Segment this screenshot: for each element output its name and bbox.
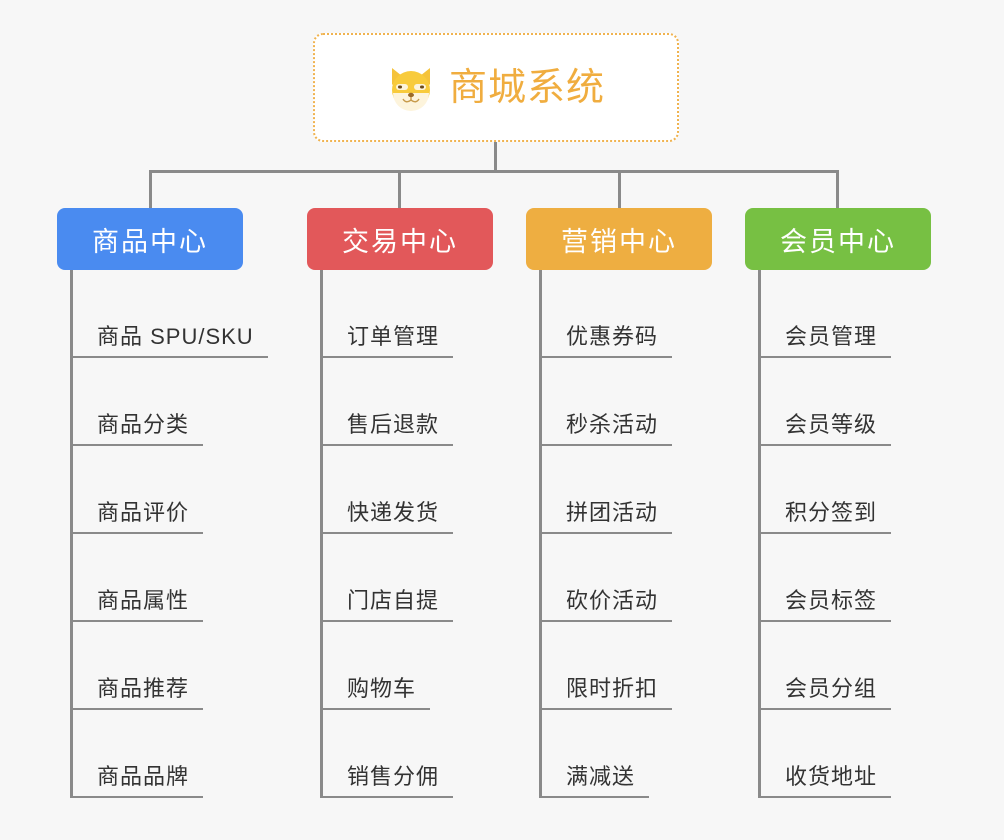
- list-item[interactable]: 优惠券码: [540, 270, 746, 358]
- list-item[interactable]: 商品评价: [71, 446, 307, 534]
- category-label-marketing: 营销中心: [561, 226, 677, 257]
- branch-column-product: 商品中心 商品 SPU/SKU 商品分类 商品评价 商品属性 商品推荐 商品品牌: [57, 208, 307, 798]
- list-item[interactable]: 销售分佣: [321, 710, 527, 798]
- leaf-group-marketing: 优惠券码 秒杀活动 拼团活动 砍价活动 限时折扣 满减送: [526, 270, 746, 798]
- list-item[interactable]: 购物车: [321, 622, 527, 710]
- list-item[interactable]: 限时折扣: [540, 622, 746, 710]
- leaf-label: 积分签到: [759, 499, 892, 534]
- connector-horizontal-bar: [150, 170, 838, 173]
- leaf-label: 售后退款: [321, 411, 454, 446]
- list-item[interactable]: 会员标签: [759, 534, 965, 622]
- leaf-label: 秒杀活动: [540, 411, 673, 446]
- leaf-label: 收货地址: [759, 763, 892, 798]
- shiba-dog-face-icon: [387, 65, 435, 111]
- list-item[interactable]: 快递发货: [321, 446, 527, 534]
- leaf-label: 会员等级: [759, 411, 892, 446]
- list-item[interactable]: 砍价活动: [540, 534, 746, 622]
- list-item[interactable]: 门店自提: [321, 534, 527, 622]
- leaf-label: 拼团活动: [540, 499, 673, 534]
- branch-spine-product: [70, 270, 73, 798]
- connector-drop-3: [618, 170, 621, 208]
- list-item[interactable]: 商品品牌: [71, 710, 307, 798]
- leaf-group-transaction: 订单管理 售后退款 快递发货 门店自提 购物车 销售分佣: [307, 270, 527, 798]
- root-node[interactable]: 商城系统: [313, 33, 679, 142]
- list-item[interactable]: 商品推荐: [71, 622, 307, 710]
- list-item[interactable]: 商品属性: [71, 534, 307, 622]
- list-item[interactable]: 拼团活动: [540, 446, 746, 534]
- list-item[interactable]: 订单管理: [321, 270, 527, 358]
- leaf-label: 会员分组: [759, 675, 892, 710]
- branch-column-marketing: 营销中心 优惠券码 秒杀活动 拼团活动 砍价活动 限时折扣 满减送: [526, 208, 746, 798]
- leaf-label: 优惠券码: [540, 323, 673, 358]
- leaf-label: 商品 SPU/SKU: [71, 323, 268, 358]
- branch-column-transaction: 交易中心 订单管理 售后退款 快递发货 门店自提 购物车 销售分佣: [307, 208, 527, 798]
- leaf-label: 会员管理: [759, 323, 892, 358]
- leaf-label: 商品推荐: [71, 675, 204, 710]
- connector-drop-1: [149, 170, 152, 208]
- list-item[interactable]: 收货地址: [759, 710, 965, 798]
- category-label-transaction: 交易中心: [342, 226, 458, 257]
- category-label-product: 商品中心: [92, 226, 208, 257]
- connector-root-stem: [494, 142, 497, 172]
- leaf-label: 快递发货: [321, 499, 454, 534]
- branch-column-member: 会员中心 会员管理 会员等级 积分签到 会员标签 会员分组 收货地址: [745, 208, 965, 798]
- leaf-label: 商品属性: [71, 587, 204, 622]
- category-label-member: 会员中心: [780, 226, 896, 257]
- category-box-member[interactable]: 会员中心: [745, 208, 931, 270]
- list-item[interactable]: 会员等级: [759, 358, 965, 446]
- list-item[interactable]: 会员分组: [759, 622, 965, 710]
- leaf-label: 限时折扣: [540, 675, 673, 710]
- leaf-label: 购物车: [321, 675, 431, 710]
- list-item[interactable]: 秒杀活动: [540, 358, 746, 446]
- category-box-transaction[interactable]: 交易中心: [307, 208, 493, 270]
- leaf-label: 商品品牌: [71, 763, 204, 798]
- leaf-group-member: 会员管理 会员等级 积分签到 会员标签 会员分组 收货地址: [745, 270, 965, 798]
- category-box-marketing[interactable]: 营销中心: [526, 208, 712, 270]
- leaf-group-product: 商品 SPU/SKU 商品分类 商品评价 商品属性 商品推荐 商品品牌: [57, 270, 307, 798]
- leaf-label: 满减送: [540, 763, 650, 798]
- root-title: 商城系统: [448, 66, 605, 109]
- list-item[interactable]: 积分签到: [759, 446, 965, 534]
- list-item[interactable]: 售后退款: [321, 358, 527, 446]
- list-item[interactable]: 商品 SPU/SKU: [71, 270, 307, 358]
- connector-drop-4: [836, 170, 839, 208]
- leaf-label: 砍价活动: [540, 587, 673, 622]
- category-box-product[interactable]: 商品中心: [57, 208, 243, 270]
- list-item[interactable]: 商品分类: [71, 358, 307, 446]
- leaf-label: 商品评价: [71, 499, 204, 534]
- leaf-label: 门店自提: [321, 587, 454, 622]
- branch-spine-marketing: [539, 270, 542, 798]
- branch-spine-transaction: [320, 270, 323, 798]
- leaf-label: 订单管理: [321, 323, 454, 358]
- leaf-label: 商品分类: [71, 411, 204, 446]
- leaf-label: 销售分佣: [321, 763, 454, 798]
- list-item[interactable]: 满减送: [540, 710, 746, 798]
- branch-spine-member: [758, 270, 761, 798]
- leaf-label: 会员标签: [759, 587, 892, 622]
- list-item[interactable]: 会员管理: [759, 270, 965, 358]
- connector-drop-2: [398, 170, 401, 208]
